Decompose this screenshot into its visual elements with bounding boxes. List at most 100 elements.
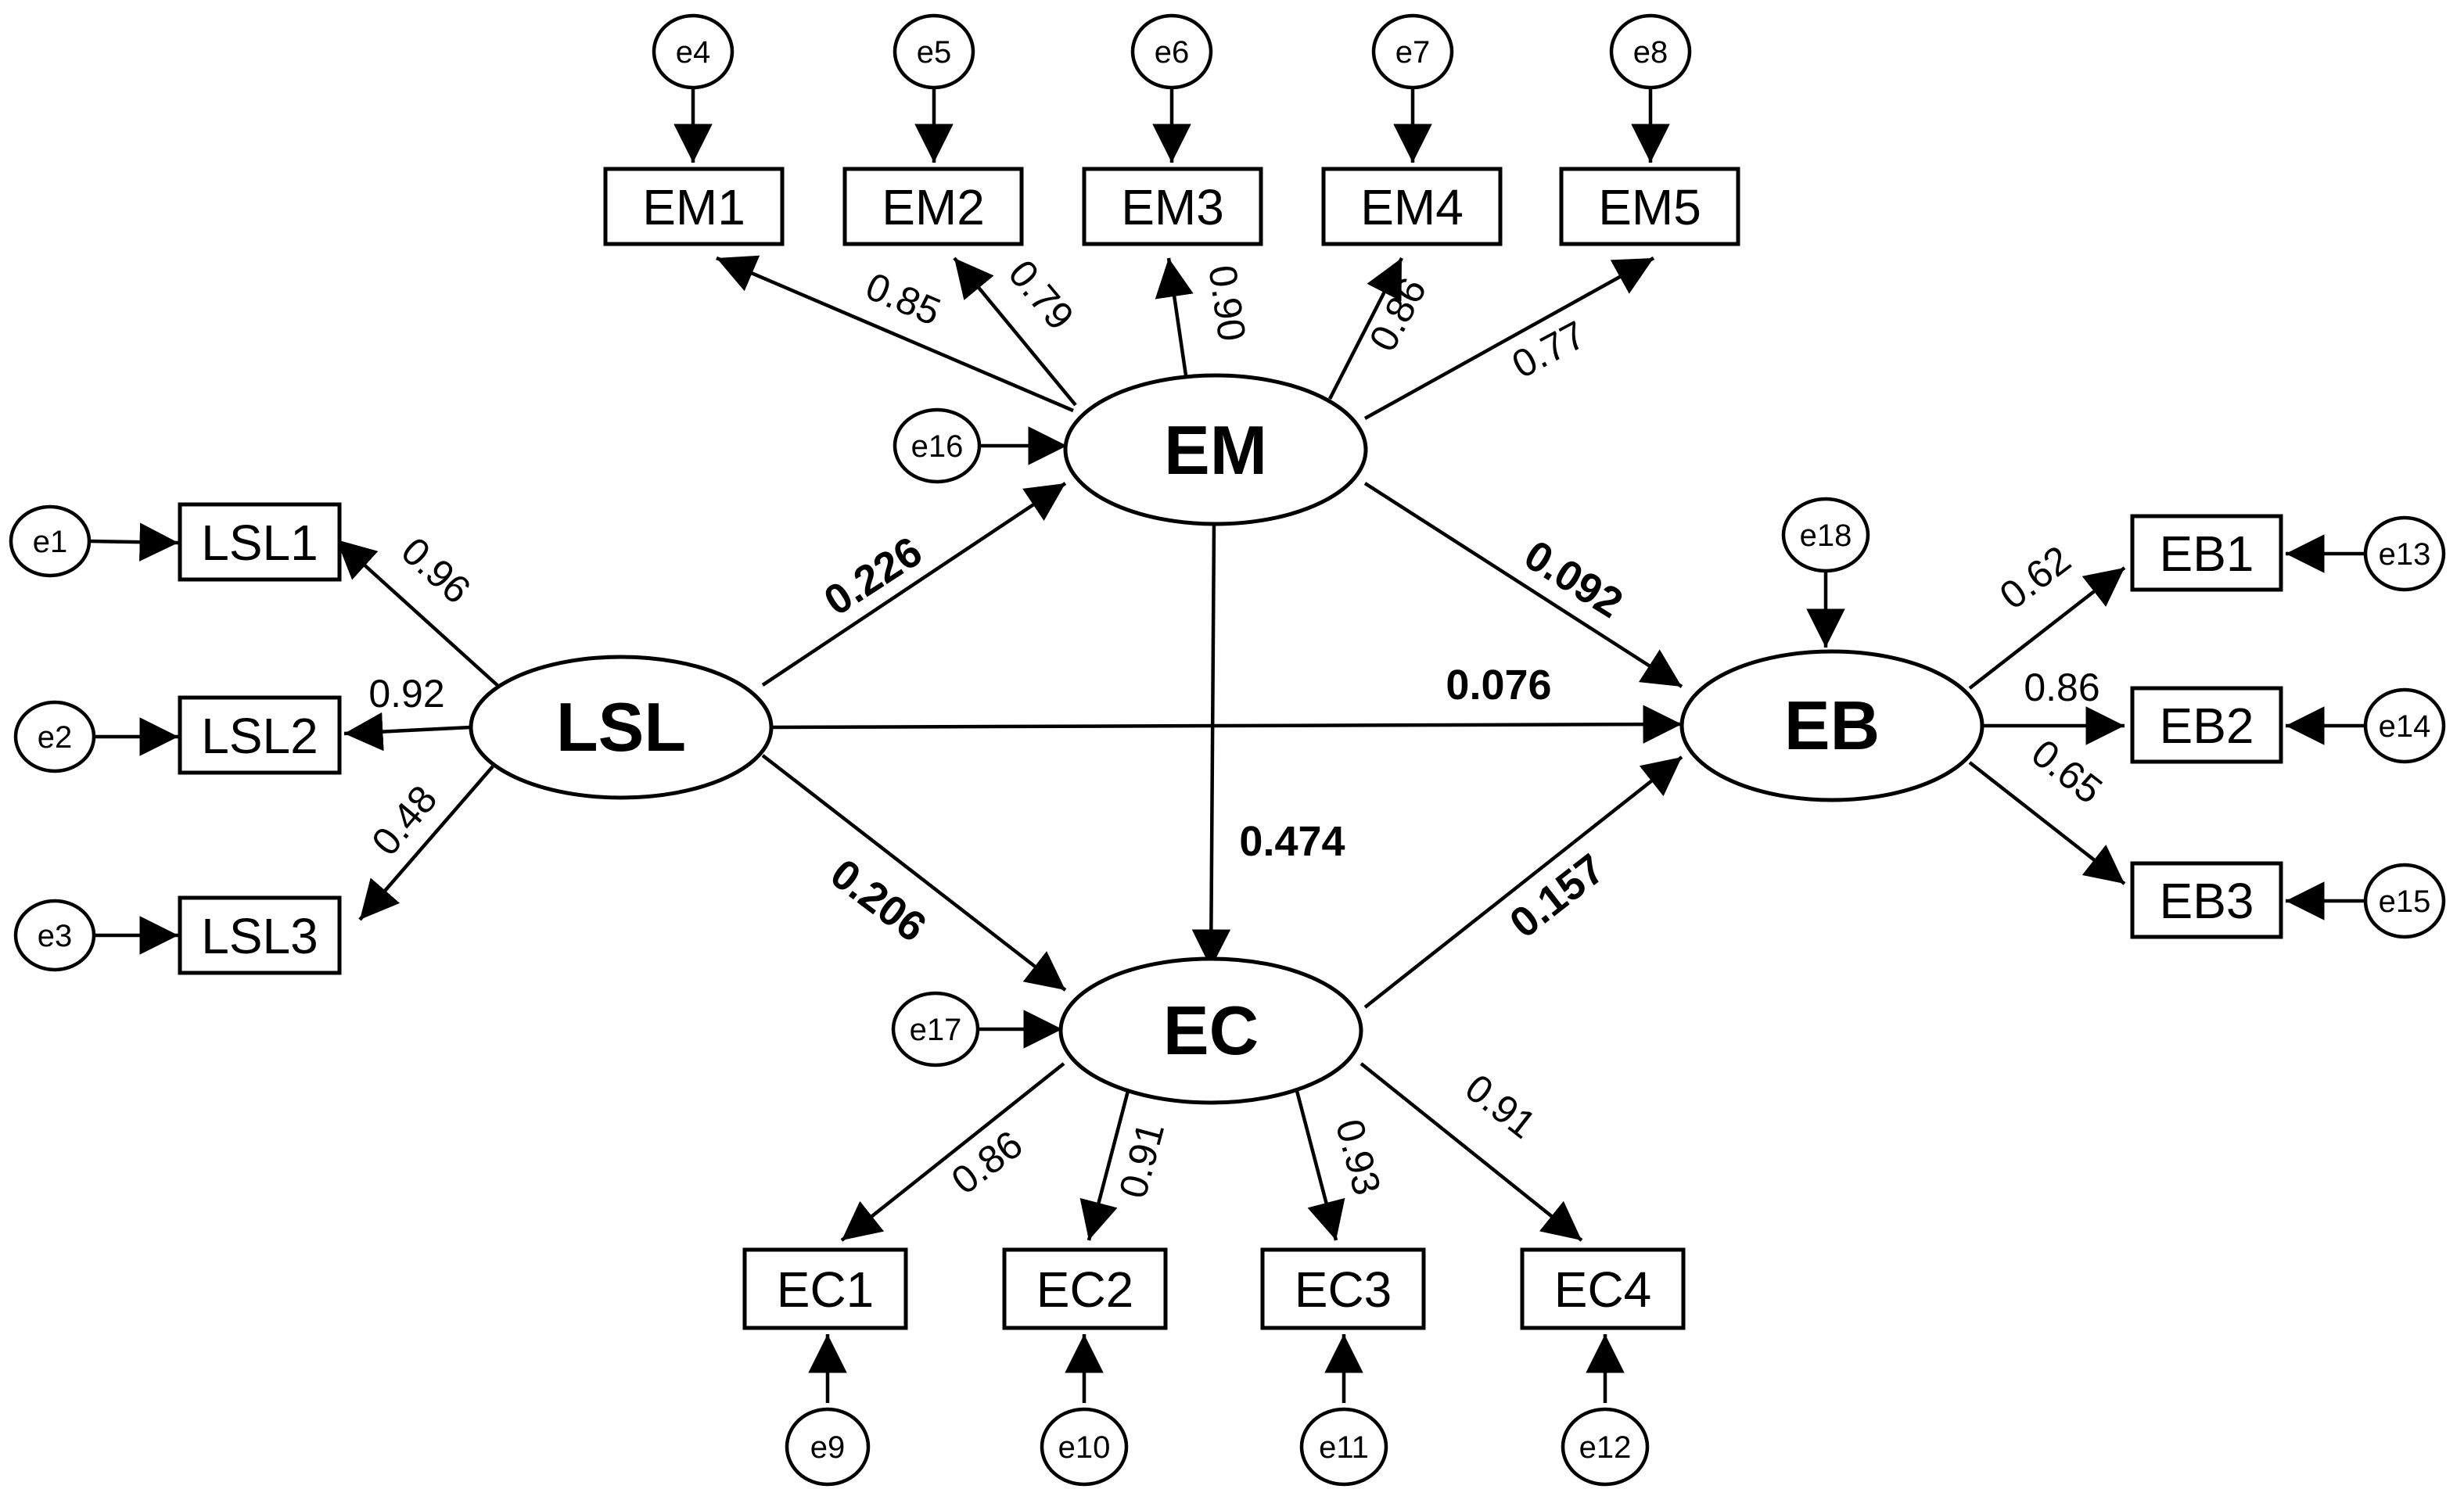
error-e3-label: e3	[38, 919, 73, 953]
error-e9	[785, 1407, 871, 1487]
error-e10-label: e10	[1058, 1430, 1111, 1465]
indicator-lsl1	[178, 502, 342, 582]
indicator-eb3	[2130, 861, 2283, 939]
indicator-ec3-label: EC3	[1295, 1261, 1392, 1318]
error-terms: e1 e2 e3 e4 e5 e6 e7 e8 e9 e10 e11 e12 e…	[9, 13, 2446, 1487]
error-e8-label: e8	[1633, 35, 1668, 70]
error-e6-label: e6	[1155, 35, 1190, 70]
edge-em-em3	[1155, 257, 1194, 376]
latent-lsl	[469, 655, 774, 800]
loading-em5: 0.77	[1505, 312, 1593, 386]
error-e5	[893, 13, 975, 90]
indicator-em3	[1082, 167, 1263, 246]
indicator-em5	[1559, 167, 1740, 246]
loading-eb3: 0.65	[2024, 731, 2110, 813]
error-e18-label: e18	[1800, 518, 1852, 553]
edge-ec-ec2	[1079, 1090, 1130, 1241]
error-e2-label: e2	[38, 720, 73, 755]
loading-eb2: 0.86	[2024, 666, 2099, 709]
indicator-lsl3	[178, 895, 342, 975]
error-e5-label: e5	[917, 35, 952, 70]
error-e16-label: e16	[911, 429, 964, 464]
error-e1-label: e1	[33, 525, 68, 559]
indicator-em4-label: EM4	[1360, 179, 1464, 235]
error-e17	[891, 991, 980, 1067]
error-e9-label: e9	[810, 1430, 846, 1465]
loading-lsl1: 0.96	[393, 529, 479, 612]
indicator-em1	[603, 167, 785, 246]
error-e2	[13, 700, 96, 773]
indicator-ec1	[742, 1247, 908, 1330]
edge-lsl-lsl2	[343, 712, 472, 752]
error-e13	[2363, 515, 2446, 592]
latent-ec	[1058, 956, 1363, 1105]
indicator-em2	[842, 167, 1024, 246]
loading-em2: 0.79	[1000, 252, 1082, 339]
loading-lsl3: 0.48	[363, 777, 445, 864]
error-e6	[1130, 13, 1213, 90]
error-e10	[1040, 1407, 1129, 1487]
latent-ec-label: EC	[1163, 992, 1259, 1069]
error-e4-label: e4	[676, 35, 711, 70]
loading-ec4: 0.91	[1457, 1066, 1544, 1147]
edge-em-em5	[1363, 257, 1655, 420]
indicator-lsl2-label: LSL2	[201, 708, 318, 764]
indicator-lsl1-label: LSL1	[201, 515, 318, 571]
edge-lsl-em	[761, 482, 1067, 687]
edge-ec-ec4	[1360, 1062, 1583, 1242]
edge-lsl-eb	[770, 705, 1683, 744]
indicator-lsl2	[178, 695, 342, 775]
edge-lsl-lsl3	[358, 765, 494, 921]
indicator-ec4	[1520, 1247, 1686, 1330]
error-e17-label: e17	[910, 1013, 962, 1047]
latent-em	[1063, 373, 1368, 526]
indicator-em4	[1321, 167, 1503, 246]
edge-ec-ec1	[840, 1062, 1065, 1242]
indicator-ec4-label: EC4	[1554, 1261, 1652, 1318]
indicator-eb1-label: EB1	[2160, 526, 2254, 582]
indicator-eb2-label: EB2	[2160, 698, 2254, 754]
edge-lsl-lsl1	[335, 538, 502, 690]
error-e11-label: e11	[1319, 1430, 1369, 1465]
latent-lsl-label: LSL	[556, 688, 686, 766]
error-e16	[893, 407, 982, 484]
error-e3	[13, 899, 96, 972]
error-e12-label: e12	[1579, 1430, 1632, 1465]
indicator-ec2	[1002, 1247, 1168, 1330]
loading-ec1: 0.86	[943, 1122, 1030, 1203]
edges	[90, 88, 2369, 1403]
error-e7	[1371, 13, 1454, 90]
loading-eb1: 0.62	[1992, 537, 2078, 618]
edge-em-em4	[1327, 257, 1404, 400]
error-e18	[1781, 497, 1870, 573]
path-coefficients: 0.226 0.206 0.076 0.092 0.474 0.157	[816, 528, 1631, 951]
indicator-em2-label: EM2	[882, 179, 985, 235]
edge-em-em2	[953, 257, 1077, 407]
error-e12	[1561, 1407, 1650, 1487]
edge-em-ec	[1191, 522, 1231, 969]
error-e14-label: e14	[2379, 709, 2431, 744]
error-e8	[1609, 13, 1692, 90]
error-e15-label: e15	[2379, 884, 2431, 919]
latent-eb	[1679, 649, 1984, 802]
indicator-eb1	[2130, 514, 2283, 592]
error-e4	[652, 13, 735, 90]
indicator-em5-label: EM5	[1598, 179, 1701, 235]
loading-ec3: 0.93	[1327, 1114, 1389, 1200]
indicator-eb3-label: EB3	[2160, 873, 2254, 929]
latent-variables: LSL EM EC EB	[469, 373, 1984, 1105]
indicator-em3-label: EM3	[1121, 179, 1224, 235]
edge-lsl-ec	[761, 754, 1067, 992]
latent-eb-label: EB	[1784, 687, 1880, 764]
edge-em-eb	[1363, 482, 1683, 688]
error-e13-label: e13	[2379, 537, 2431, 572]
edge-eb-eb1	[1968, 566, 2126, 690]
indicator-eb2	[2130, 686, 2283, 764]
error-e14	[2363, 687, 2446, 764]
indicator-lsl3-label: LSL3	[201, 908, 318, 964]
path-lsl-eb: 0.076	[1446, 662, 1551, 709]
latent-em-label: EM	[1164, 411, 1267, 489]
edge-ec-ec3	[1295, 1090, 1345, 1241]
indicators: LSL1 LSL2 LSL3 EM1 EM2 EM3 EM4 EM5 EC1 E…	[178, 167, 2283, 1330]
